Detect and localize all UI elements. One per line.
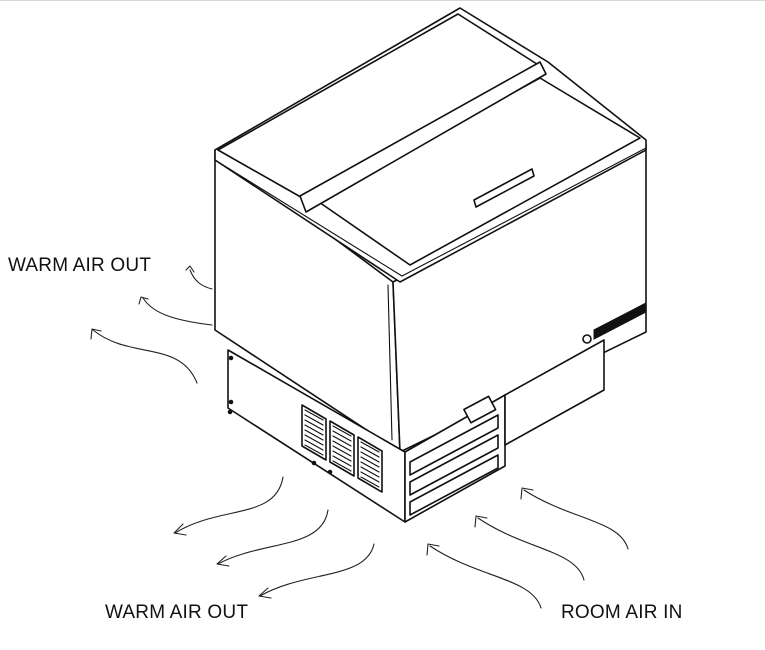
warm-air-out-bottom-arrows [173,476,375,599]
door-seam [387,284,393,441]
vent-slat [304,429,324,441]
vent-slat [332,455,352,467]
warm-air-out-arrow [174,476,284,534]
thermostat-control [463,395,497,424]
warm-air-out-label-side: WARM AIR OUT [8,255,152,276]
warm-air-out-arrow [92,329,198,384]
room-air-in-arrow [429,545,542,609]
warm-air-out-side-arrows [90,265,213,384]
base-right-block [504,339,605,446]
vent-slat [304,419,324,431]
vent-slat [360,466,380,478]
vent-slats [304,409,380,488]
warm-air-out-arrow [189,269,213,290]
power-indicator-icon [582,334,592,344]
vent-slat [360,471,380,483]
brand-badge [593,302,647,340]
cabinet [214,144,647,523]
vent-slat [304,424,324,436]
vent-slat [304,434,324,446]
room-air-in-arrow [477,517,585,581]
vent-slat [360,461,380,473]
vent-slat [332,435,352,447]
top-divider [0,0,765,1]
vent-slat [304,414,324,426]
lid-handle [473,168,535,208]
room-air-in-arrow [523,489,629,550]
room-air-in-arrows [426,487,629,609]
room-air-in-label: ROOM AIR IN [561,602,683,623]
cabinet-lid [214,7,647,283]
vent-slat [360,451,380,463]
vent-slat [360,456,380,468]
warm-air-out-arrow [217,509,329,565]
warm-air-out-arrow [142,297,213,326]
base-screws [227,355,333,475]
warm-air-out-label-bottom: WARM AIR OUT [105,602,249,623]
vent-slat [332,445,352,457]
vent-slat [360,446,380,458]
vent-slat [332,450,352,462]
vent-slat [360,476,380,488]
warm-air-out-arrow [259,543,375,597]
vent-slat [332,460,352,472]
vent-slat [304,439,324,451]
front-louvers [409,414,499,516]
vent-slat [304,444,324,456]
lid-divider-ridge [299,61,547,213]
vent-slat [360,441,380,453]
vent-slat [304,409,324,421]
vent-slat [332,425,352,437]
vent-slat [332,430,352,442]
vent-slat [332,440,352,452]
